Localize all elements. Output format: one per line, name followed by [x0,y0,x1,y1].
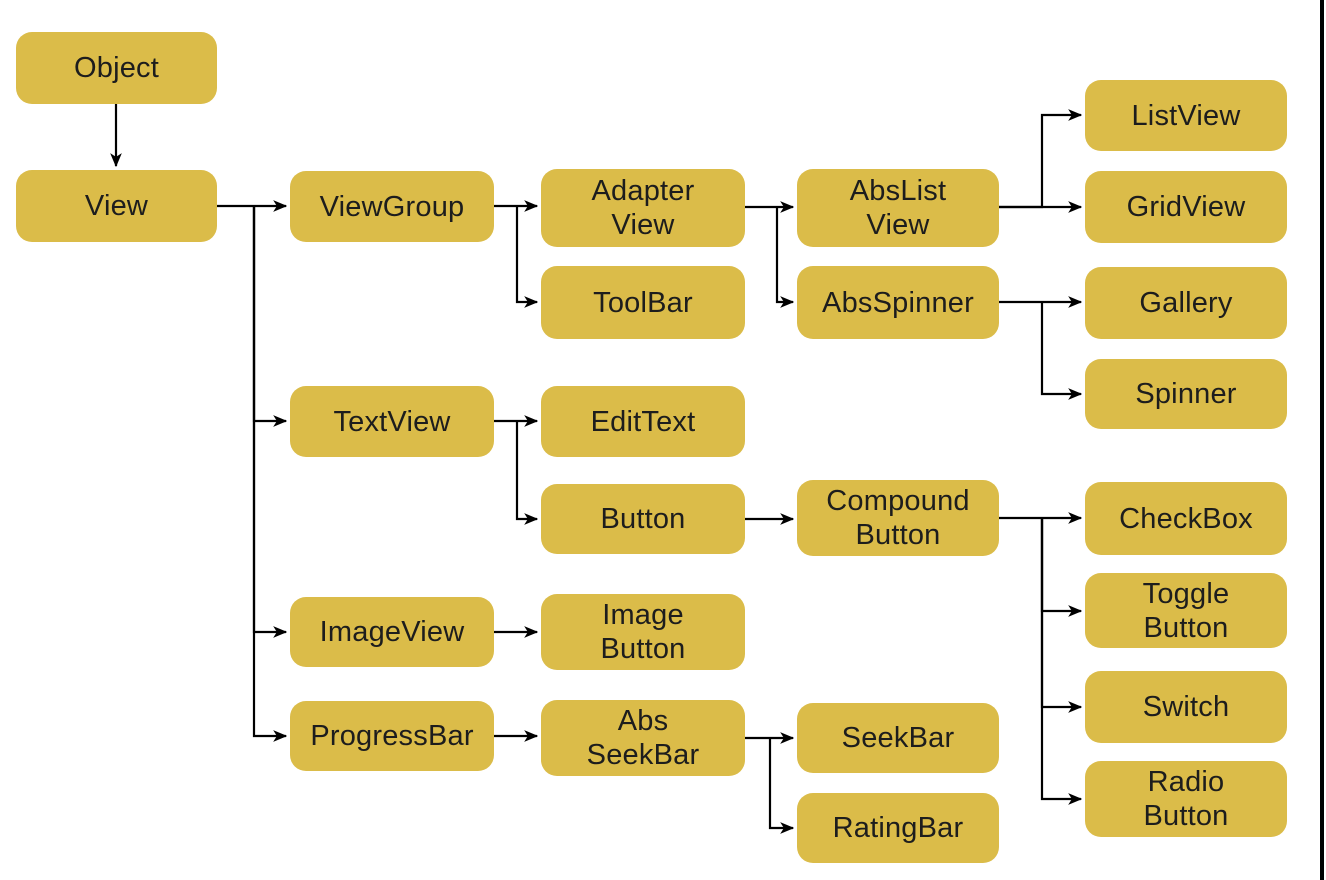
edge-compoundbutton-togglebutton [1040,518,1083,617]
edge-adapterview-absspinner [775,207,795,308]
node-progressbar: ProgressBar [290,701,494,771]
node-object: Object [16,32,217,104]
node-toolbar: ToolBar [541,266,745,339]
node-textview-label: TextView [333,405,451,438]
node-absseekbar-label: Abs SeekBar [586,705,700,771]
node-imageview-label: ImageView [319,616,465,648]
edges-group [110,104,1083,834]
node-ratingbar: RatingBar [797,793,999,863]
edge-compoundbutton-switch [1040,518,1083,713]
edge-textview-button [515,421,539,525]
node-edittext-label: EditText [590,405,696,438]
node-togglebutton: Toggle Button [1085,573,1287,648]
edge-abslistview-listview [999,109,1083,209]
node-adapterview: Adapter View [541,169,745,247]
node-object-label: Object [73,52,159,84]
node-radiobutton-label: Radio Button [1143,766,1229,832]
node-imagebutton-label: Image Button [600,599,686,665]
node-gallery-label: Gallery [1139,287,1233,319]
node-togglebutton-label: Toggle Button [1142,577,1230,644]
node-abslistview: AbsList View [797,169,999,247]
node-absspinner-label: AbsSpinner [822,286,974,319]
node-gallery: Gallery [1085,267,1287,339]
node-checkbox: CheckBox [1085,482,1287,555]
node-viewgroup-label: ViewGroup [319,190,465,223]
node-viewgroup: ViewGroup [290,171,494,242]
edge-view-imageview [252,206,288,638]
node-button-label: Button [600,503,686,535]
node-spinner-label: Spinner [1135,378,1237,410]
node-view: View [16,170,217,242]
node-ratingbar-label: RatingBar [832,812,964,844]
node-compoundbutton: Compound Button [797,480,999,556]
node-abslistview-label: AbsList View [849,175,947,241]
node-progressbar-label: ProgressBar [310,720,474,752]
node-textview: TextView [290,386,494,457]
node-view-label: View [84,190,149,222]
node-checkbox-label: CheckBox [1119,502,1253,535]
node-gridview-label: GridView [1126,191,1246,223]
node-switch: Switch [1085,671,1287,743]
edge-view-progressbar [252,206,288,742]
right-border-line [1320,0,1324,880]
node-compoundbutton-label: Compound Button [826,485,970,551]
edge-compoundbutton-radiobutton [1040,518,1083,805]
node-seekbar-label: SeekBar [841,722,955,754]
node-switch-label: Switch [1142,691,1230,723]
node-spinner: Spinner [1085,359,1287,429]
edge-absseekbar-ratingbar [768,738,795,834]
node-listview: ListView [1085,80,1287,151]
edge-view-textview [252,206,288,427]
node-button: Button [541,484,745,554]
node-imageview: ImageView [290,597,494,667]
node-edittext: EditText [541,386,745,457]
node-imagebutton: Image Button [541,594,745,670]
node-radiobutton: Radio Button [1085,761,1287,837]
node-absspinner: AbsSpinner [797,266,999,339]
edge-viewgroup-toolbar [515,206,539,308]
node-adapterview-label: Adapter View [591,175,695,241]
node-absseekbar: Abs SeekBar [541,700,745,776]
edge-absspinner-spinner [1040,302,1083,400]
node-toolbar-label: ToolBar [593,286,693,319]
node-seekbar: SeekBar [797,703,999,773]
node-gridview: GridView [1085,171,1287,243]
node-listview-label: ListView [1131,99,1241,132]
